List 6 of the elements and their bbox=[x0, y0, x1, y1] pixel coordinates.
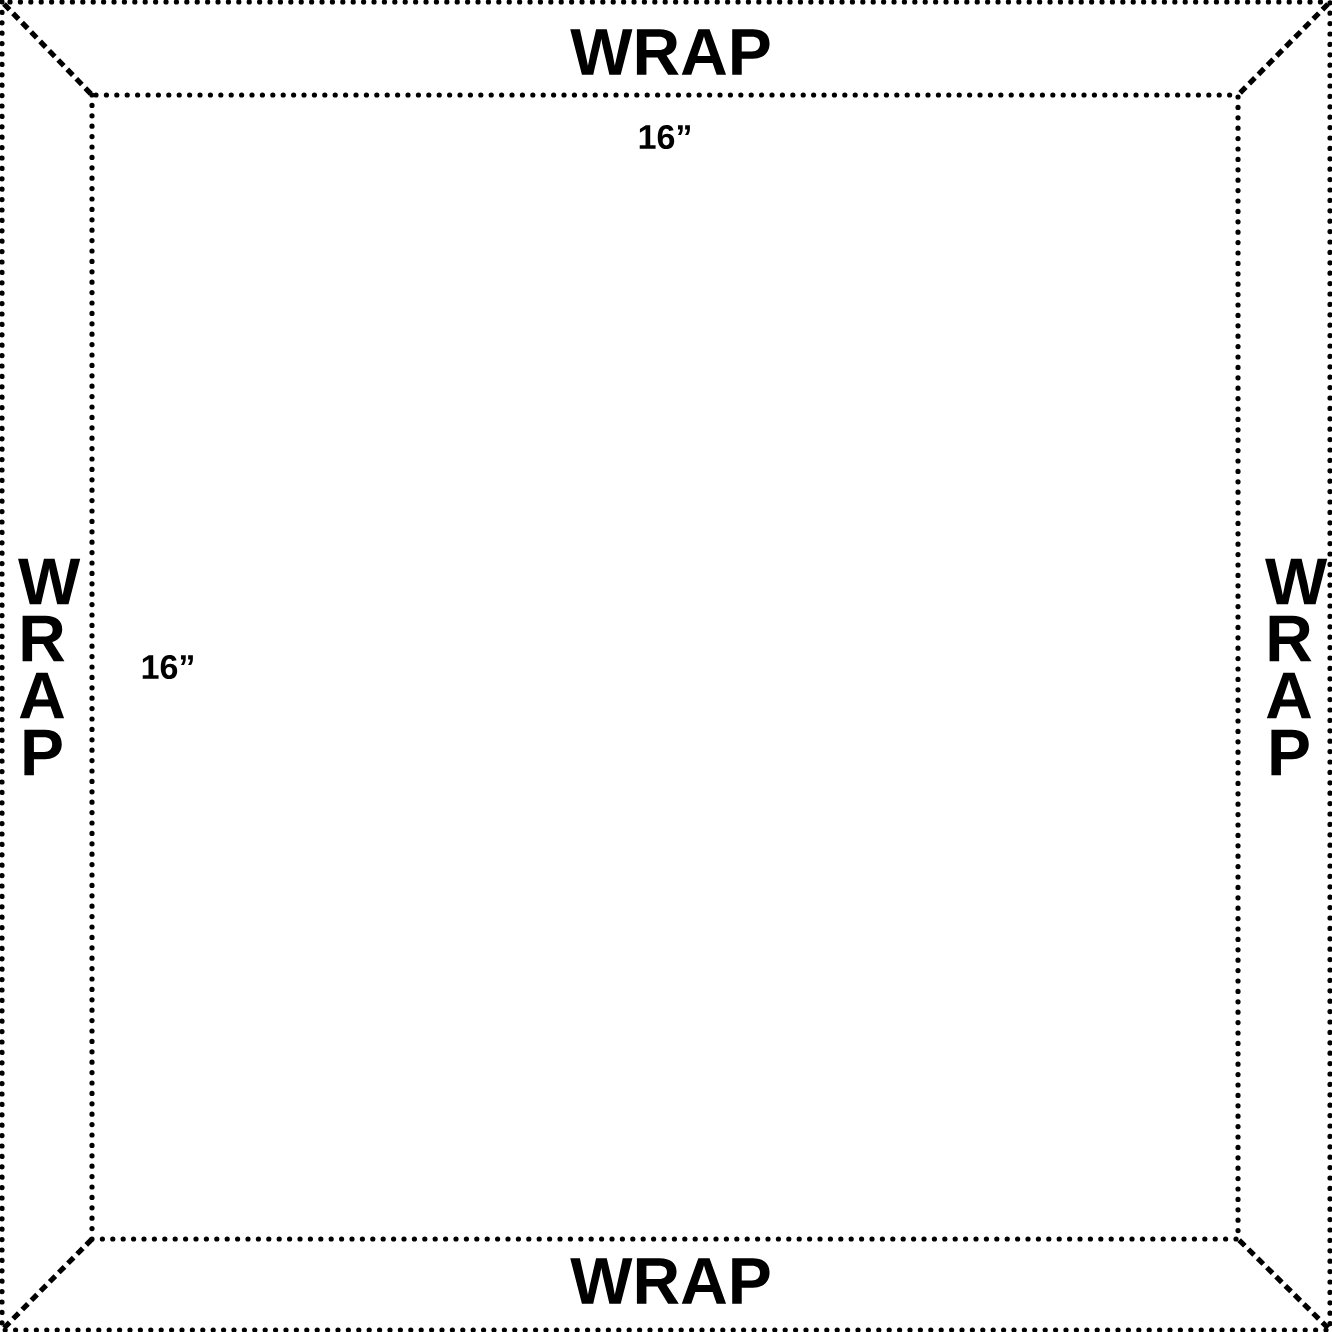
dimension-label: 16” bbox=[142, 654, 193, 680]
wrap-label: WRAP bbox=[570, 1258, 770, 1304]
wrap-label: WRAP bbox=[18, 558, 81, 776]
dimension-label: 16” bbox=[639, 124, 690, 150]
wrap-label: WRAP bbox=[570, 29, 770, 75]
wrap-label: WRAP bbox=[1265, 558, 1328, 776]
